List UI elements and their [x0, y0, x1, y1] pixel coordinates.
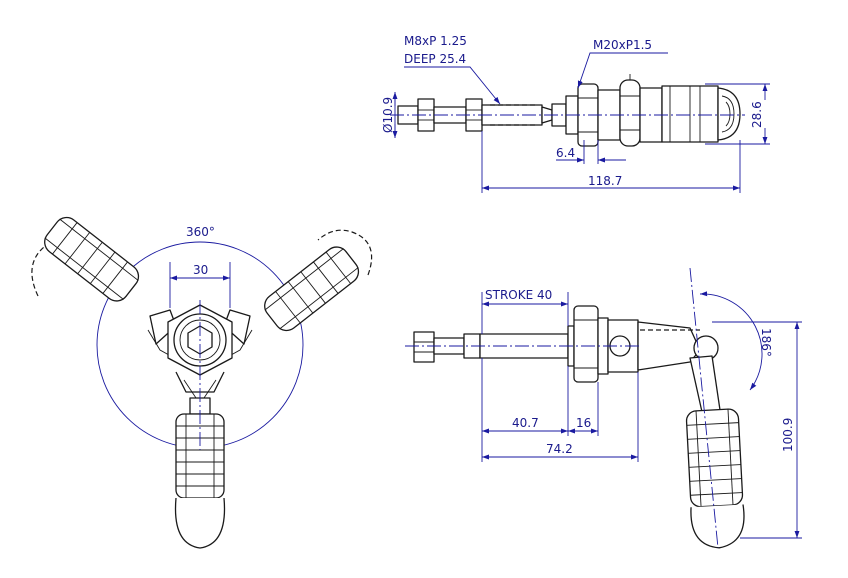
- label-thread-depth: DEEP 25.4: [404, 52, 466, 66]
- handle-angle-arc: [699, 291, 763, 391]
- label-stroke: STROKE 40: [485, 288, 552, 302]
- label-nut-thickness: 6.4: [556, 146, 575, 160]
- handle-lever: [689, 355, 721, 413]
- label-rotation-angle: 360°: [186, 225, 215, 239]
- label-handle-angle: 186°: [759, 328, 773, 357]
- label-rod-diameter: Ø10.9: [381, 97, 395, 133]
- plunger-head: [413, 331, 435, 363]
- link-arm: [637, 321, 701, 371]
- side-view: 186° STROKE 40 40.7 16 74.2 100.9: [405, 267, 802, 549]
- label-mount-thread: M20xP1.5: [593, 38, 652, 52]
- label-handle-spacing: 30: [193, 263, 208, 277]
- label-body-height: 28.6: [750, 101, 764, 128]
- grip-right: [264, 246, 360, 332]
- grip-side: [685, 408, 745, 549]
- handle-end-cap: [717, 87, 741, 141]
- front-view: 360°: [31, 216, 373, 549]
- label-thread-spec: M8xP 1.25: [404, 34, 467, 48]
- label-overall-height: 100.9: [781, 418, 795, 452]
- label-total-length: 118.7: [588, 174, 622, 188]
- side-mount-nut: [573, 305, 599, 383]
- grip-bottom: [174, 413, 226, 549]
- label-flange-width: 16: [576, 416, 591, 430]
- top-view: M8xP 1.25 DEEP 25.4 M20xP1.5 Ø10.9 28.6 …: [381, 34, 770, 193]
- label-rod-extension: 40.7: [512, 416, 539, 430]
- label-body-length: 74.2: [546, 442, 573, 456]
- grip-left: [44, 216, 140, 302]
- phantom-cap-right: [317, 229, 373, 276]
